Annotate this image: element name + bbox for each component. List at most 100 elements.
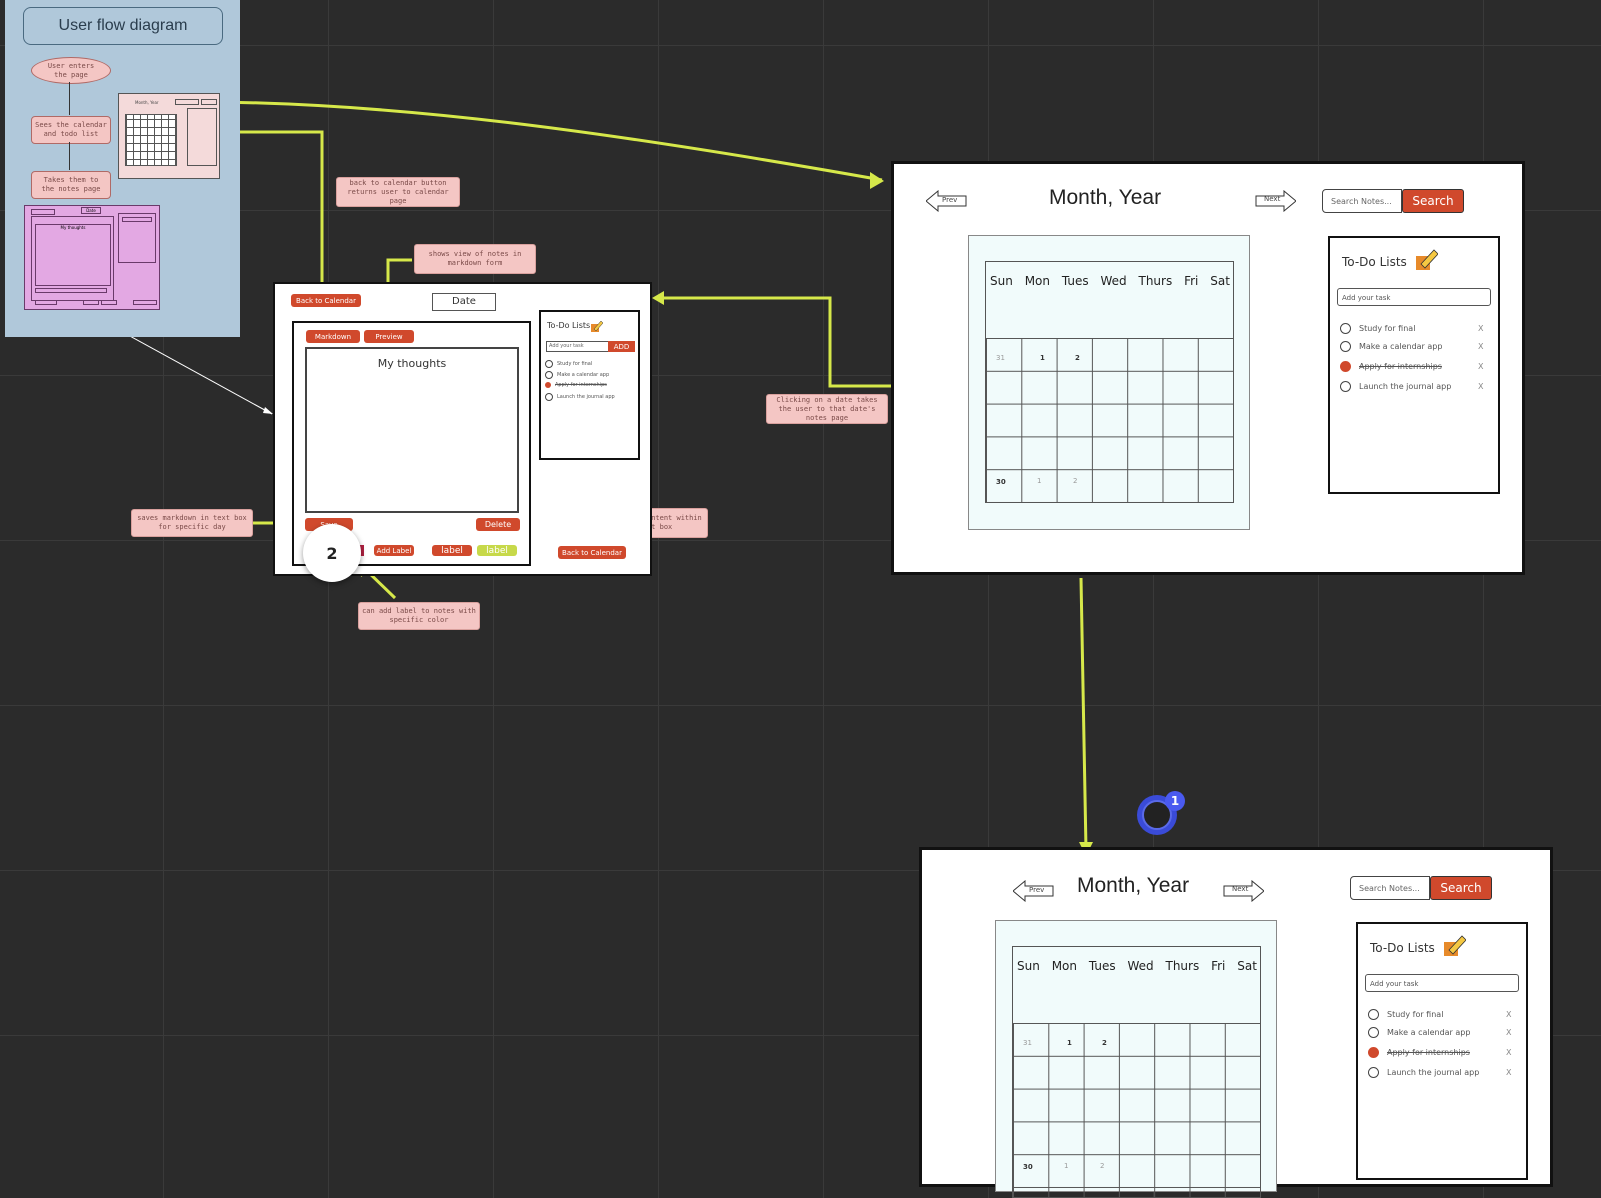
thumb-notes: Date My thoughts [24, 205, 160, 310]
label-tag-green[interactable]: label [477, 545, 517, 556]
thumb-notes-text: My thoughts [35, 224, 111, 286]
diagram-title: User flow diagram [58, 17, 188, 34]
step-bubble-number: 2 [326, 543, 338, 563]
back-to-calendar-bottom-button[interactable]: Back to Calendar [558, 546, 626, 559]
date-1-next[interactable]: 1 [1037, 477, 1042, 485]
back-to-calendar-button[interactable]: Back to Calendar [291, 294, 361, 307]
prev-button[interactable]: Prev [1012, 879, 1055, 903]
date-1[interactable]: 1 [1067, 1039, 1072, 1047]
date-cells[interactable] [986, 338, 1233, 502]
diagram-title-box: User flow diagram [23, 7, 223, 45]
remove-icon[interactable]: X [1478, 382, 1484, 391]
todo-title: To-Do Lists [1342, 255, 1407, 269]
date-30[interactable]: 30 [1023, 1163, 1033, 1171]
thoughts-textarea[interactable]: My thoughts [305, 347, 519, 513]
markdown-button[interactable]: Markdown [306, 330, 360, 343]
checkbox-checked-icon[interactable] [1340, 361, 1351, 372]
notification-badge: 1 [1165, 791, 1185, 811]
flow-node-enter: User enters the page [31, 57, 111, 84]
checkbox-icon[interactable] [1368, 1009, 1379, 1020]
search-input[interactable]: Search Notes... [1350, 876, 1430, 900]
list-item[interactable]: Study for final [1368, 1009, 1443, 1020]
note-add-label: can add label to notes with specific col… [358, 602, 480, 630]
label-tag-red[interactable]: label [432, 545, 472, 556]
flow-node-sees: Sees the calendar and todo list [31, 116, 111, 144]
next-button[interactable]: Next [1222, 879, 1265, 903]
search-button[interactable]: Search [1430, 876, 1492, 900]
remove-icon[interactable]: X [1478, 342, 1484, 351]
remove-icon[interactable]: X [1506, 1010, 1512, 1019]
list-item[interactable]: Launch the journal app [1340, 381, 1451, 392]
list-item[interactable]: Study for final [545, 360, 592, 368]
flow-line-2 [69, 142, 70, 170]
step-bubble: 2 [303, 524, 361, 582]
checkbox-icon[interactable] [1340, 381, 1351, 392]
todo-panel: To-Do Lists Add your task Study for fina… [1356, 922, 1528, 1180]
list-item[interactable]: Launch the journal app [545, 393, 615, 401]
list-item[interactable]: Launch the journal app [1368, 1067, 1479, 1078]
pencil-icon [591, 317, 604, 332]
calendar-page-frame-bottom: Prev Month, Year Next Search Notes... Se… [919, 847, 1553, 1198]
flow-node-takes: Takes them to the notes page [31, 171, 111, 199]
list-item[interactable]: Make a calendar app [545, 371, 609, 379]
todo-panel: To-Do Lists Add your task Study for fina… [1328, 236, 1500, 494]
date-cells[interactable] [1013, 1023, 1260, 1197]
list-item[interactable]: Make a calendar app [1340, 341, 1442, 352]
calendar-grid: Sun Mon Tues Wed Thurs Fri Sat 31 1 2 30… [985, 261, 1234, 503]
date-2[interactable]: 2 [1102, 1039, 1107, 1047]
list-item[interactable]: Apply for internships [545, 382, 607, 388]
prev-arrow-icon [1012, 879, 1054, 903]
add-label-button[interactable]: Add Label [374, 545, 414, 556]
search-input[interactable]: Search Notes... [1322, 189, 1402, 213]
remove-icon[interactable]: X [1478, 324, 1484, 333]
date-2-next[interactable]: 2 [1100, 1162, 1105, 1170]
thumb-cal-grid [125, 114, 177, 166]
remove-icon[interactable]: X [1506, 1068, 1512, 1077]
checkbox-icon[interactable] [1368, 1027, 1379, 1038]
date-2[interactable]: 2 [1075, 354, 1080, 362]
list-item[interactable]: Apply for internships [1340, 361, 1442, 372]
remove-icon[interactable]: X [1506, 1048, 1512, 1057]
remove-icon[interactable]: X [1478, 362, 1484, 371]
notes-todo-input[interactable]: Add your task [546, 341, 612, 352]
calendar-grid: Sun Mon Tues Wed Thurs Fri Sat 31 1 2 30… [1012, 946, 1261, 1198]
checkbox-icon[interactable] [1368, 1067, 1379, 1078]
note-back-to-calendar: back to calendar button returns user to … [336, 177, 460, 207]
list-item[interactable]: Apply for internships [1368, 1047, 1470, 1058]
pencil-icon [1416, 248, 1439, 270]
calendar-page-frame: Prev Month, Year Next Search Notes... Se… [891, 161, 1525, 575]
date-31[interactable]: 31 [1023, 1039, 1032, 1047]
remove-icon[interactable]: X [1506, 1028, 1512, 1037]
list-item[interactable]: Study for final [1340, 323, 1415, 334]
date-31[interactable]: 31 [996, 354, 1005, 362]
notes-todo-add-button[interactable]: ADD [608, 341, 635, 352]
calendar-card: Sun Mon Tues Wed Thurs Fri Sat 31 1 2 30… [968, 235, 1250, 530]
date-field[interactable]: Date [432, 293, 496, 311]
checkbox-icon[interactable] [1340, 341, 1351, 352]
thumb-cal-title: Month, Year [135, 100, 159, 105]
notes-todo-title: To-Do Lists [547, 321, 591, 330]
user-flow-panel: User flow diagram User enters the page S… [5, 0, 240, 337]
arrowhead-notes [652, 291, 664, 305]
note-saves-markdown: saves markdown in text box for specific … [131, 509, 253, 537]
date-1[interactable]: 1 [1040, 354, 1045, 362]
date-2-next[interactable]: 2 [1073, 477, 1078, 485]
next-button[interactable]: Next [1254, 189, 1297, 213]
preview-button[interactable]: Preview [364, 330, 414, 343]
arrow-calendar-to-bottom [1079, 577, 1088, 851]
todo-input[interactable]: Add your task [1365, 974, 1519, 992]
calendar-title: Month, Year [1049, 186, 1162, 209]
checkbox-icon[interactable] [1340, 323, 1351, 334]
thumb-notes-date: Date [81, 207, 101, 214]
arrow-back-to-calendar [214, 130, 324, 290]
next-arrow-icon [1223, 879, 1265, 903]
date-1-next[interactable]: 1 [1064, 1162, 1069, 1170]
prev-button[interactable]: Prev [925, 189, 968, 213]
flow-line-1 [69, 82, 70, 115]
todo-input[interactable]: Add your task [1337, 288, 1491, 306]
checkbox-checked-icon[interactable] [1368, 1047, 1379, 1058]
search-button[interactable]: Search [1402, 189, 1464, 213]
list-item[interactable]: Make a calendar app [1368, 1027, 1470, 1038]
delete-button[interactable]: Delete [476, 518, 520, 531]
date-30[interactable]: 30 [996, 478, 1006, 486]
